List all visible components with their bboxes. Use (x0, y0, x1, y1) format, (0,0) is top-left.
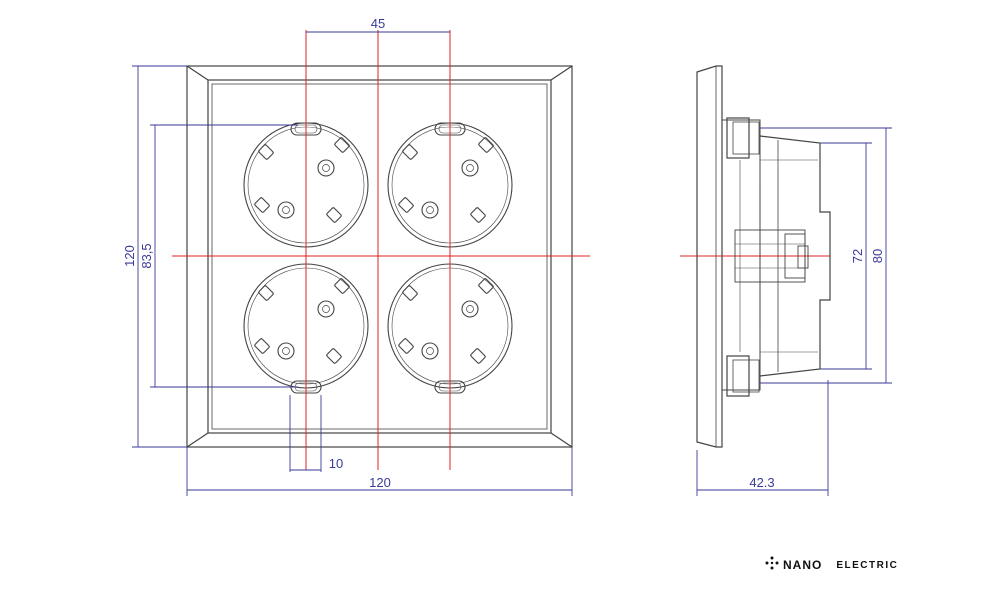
earth-tab (470, 348, 486, 364)
brand-name: NANO (783, 558, 823, 572)
earth-tab (334, 137, 350, 153)
brand-subtitle: ELECTRIC (836, 559, 899, 571)
dim-height-inner-label: 83,5 (139, 243, 154, 268)
pin-hole (421, 201, 439, 219)
pin-hole-inner (282, 347, 290, 355)
earth-tab (398, 197, 414, 213)
earth-tab (258, 285, 274, 301)
pin-hole-inner (466, 305, 474, 313)
pin-hole-inner (426, 206, 434, 214)
earth-tab (258, 144, 274, 160)
brand-logo: NANO ELECTRIC (765, 556, 898, 574)
earth-tab (334, 278, 350, 294)
pin-hole-inner (282, 206, 290, 214)
side-view (696, 65, 831, 448)
earth-tab (326, 207, 342, 223)
pin-hole-inner (466, 164, 474, 172)
earth-tab (402, 285, 418, 301)
earth-tab (326, 348, 342, 364)
dotted-circle-logo-icon (765, 556, 779, 575)
dim-45-label: 45 (371, 16, 385, 31)
pin-hole (461, 300, 479, 318)
pin-hole-inner (426, 347, 434, 355)
dimension-lines (132, 31, 892, 496)
pin-hole (421, 342, 439, 360)
earth-tab (398, 338, 414, 354)
pin-hole-inner (322, 305, 330, 313)
pin-hole (277, 342, 295, 360)
earth-tab (254, 338, 270, 354)
pin-hole-inner (322, 164, 330, 172)
earth-tab (402, 144, 418, 160)
pin-hole (317, 300, 335, 318)
earth-tab (478, 278, 494, 294)
dim-80-label: 80 (870, 249, 885, 263)
dim-slot-width-label: 10 (329, 456, 343, 471)
dim-depth-label: 42.3 (749, 475, 774, 490)
earth-tab (254, 197, 270, 213)
dim-72-label: 72 (850, 249, 865, 263)
dim-height-total-label: 120 (122, 245, 137, 267)
pin-hole (317, 159, 335, 177)
earth-tab (478, 137, 494, 153)
dim-width-total-label: 120 (369, 475, 391, 490)
pin-hole (461, 159, 479, 177)
earth-tab (470, 207, 486, 223)
pin-hole (277, 201, 295, 219)
centerlines (172, 30, 830, 470)
